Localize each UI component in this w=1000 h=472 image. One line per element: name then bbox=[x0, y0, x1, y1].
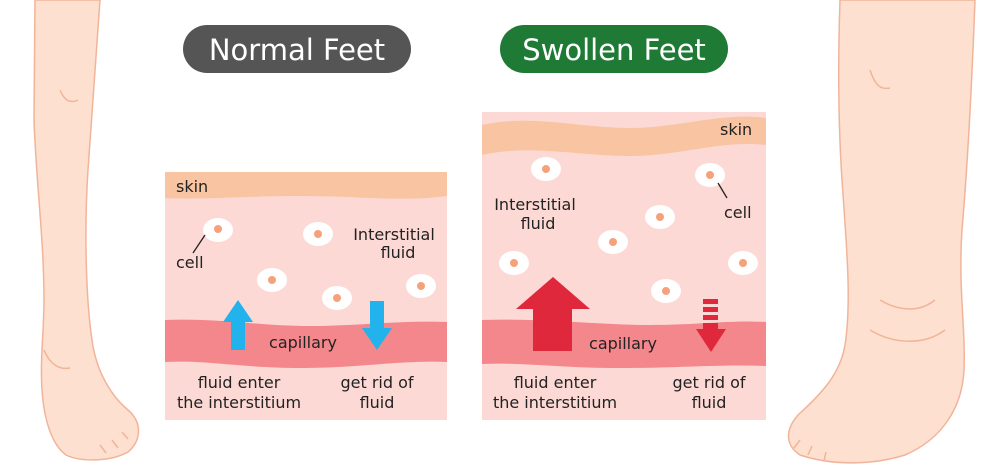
down-arrow-icon bbox=[362, 301, 392, 350]
skin-layer bbox=[482, 116, 766, 156]
fluid-enter-label: fluid enter bbox=[198, 373, 281, 392]
large-up-arrow-icon bbox=[516, 277, 590, 351]
cell-label: cell bbox=[176, 253, 204, 272]
capillary-label: capillary bbox=[589, 334, 657, 353]
cells bbox=[203, 218, 436, 310]
interstitial-fluid-label-2: fluid bbox=[521, 214, 556, 233]
swollen-feet-badge: Swollen Feet bbox=[500, 25, 728, 73]
cell-label: cell bbox=[724, 203, 752, 222]
dashed-down-arrow-icon bbox=[696, 299, 726, 352]
interstitial-fluid-label: Interstitial bbox=[353, 225, 435, 244]
interstitial-fluid-label-2: fluid bbox=[381, 243, 416, 262]
normal-leg-illustration bbox=[33, 0, 140, 461]
fluid-enter-label-2: the interstitium bbox=[493, 393, 617, 412]
get-rid-label-2: fluid bbox=[692, 393, 727, 412]
skin-layer bbox=[165, 172, 447, 199]
swollen-feet-title: Swollen Feet bbox=[522, 33, 706, 67]
normal-tissue-panel: skin cell Interstitial fluid capillary f… bbox=[165, 172, 447, 420]
cells bbox=[499, 157, 758, 303]
up-arrow-icon bbox=[223, 300, 253, 350]
skin-label: skin bbox=[176, 177, 208, 196]
normal-feet-title: Normal Feet bbox=[209, 33, 385, 67]
swollen-leg-illustration bbox=[787, 0, 976, 464]
fluid-enter-label-2: the interstitium bbox=[177, 393, 301, 412]
capillary-label: capillary bbox=[269, 333, 337, 352]
skin-label: skin bbox=[720, 120, 752, 139]
get-rid-label-2: fluid bbox=[360, 393, 395, 412]
get-rid-label: get rid of bbox=[340, 373, 413, 392]
fluid-enter-label: fluid enter bbox=[514, 373, 597, 392]
get-rid-label: get rid of bbox=[672, 373, 745, 392]
interstitial-fluid-label: Interstitial bbox=[494, 195, 576, 214]
normal-feet-badge: Normal Feet bbox=[183, 25, 411, 73]
swollen-tissue-panel: skin cell Interstitial fluid capillary f… bbox=[482, 112, 766, 420]
